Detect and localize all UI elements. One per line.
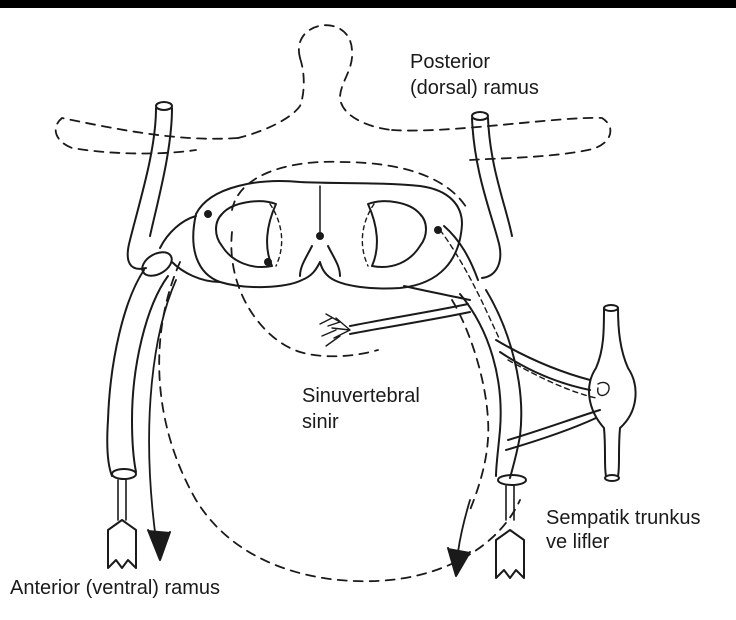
nerve-roots <box>160 216 478 300</box>
anterior-ramus-left <box>107 247 176 568</box>
posterior-ramus-right <box>472 112 512 278</box>
label-posterior-line1: Posterior <box>410 50 490 74</box>
label-anterior: Anterior (ventral) ramus <box>10 576 220 600</box>
vertebra-outline <box>56 25 611 581</box>
label-sympathetic-line1: Sempatik trunkus <box>546 506 701 530</box>
label-sinuvertebral-line2: sinir <box>302 410 339 434</box>
label-sinuvertebral-line1: Sinuvertebral <box>302 384 420 408</box>
label-posterior-line2: (dorsal) ramus <box>410 76 539 100</box>
label-sympathetic-line2: ve lifler <box>546 530 609 554</box>
posterior-ramus-left <box>128 102 172 269</box>
sympathetic-trunk <box>589 305 636 481</box>
anterior-ramus-right <box>448 290 526 578</box>
communicating-rami <box>440 230 600 450</box>
sinuvertebral-nerve <box>320 304 470 346</box>
